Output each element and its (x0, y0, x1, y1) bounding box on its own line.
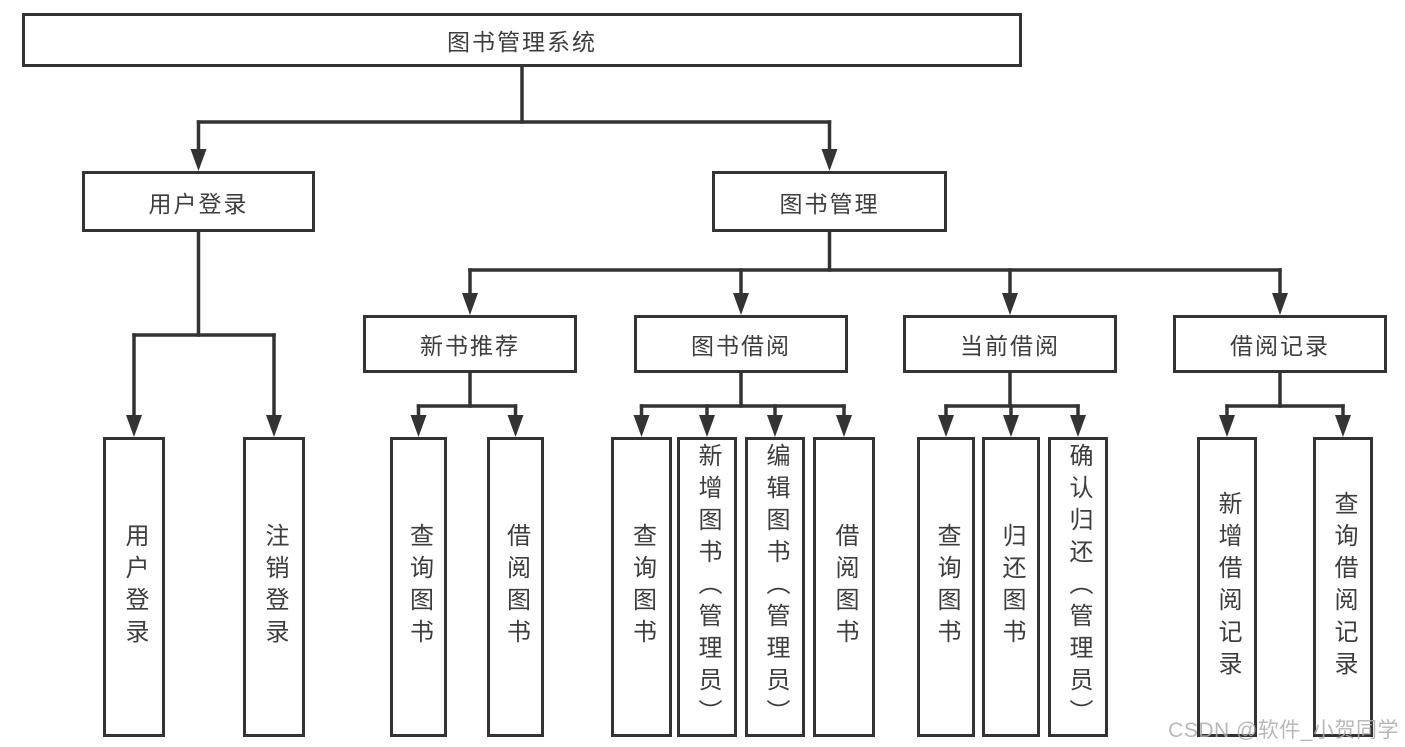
diagram-node-nb-borrow: 借阅图书 (487, 437, 544, 737)
diagram-node-borrow-records: 借阅记录 (1173, 315, 1387, 373)
diagram-node-nb-query: 查询图书 (390, 437, 447, 737)
arrowhead-icon (507, 415, 524, 437)
arrowhead-icon (1272, 293, 1288, 315)
diagram-node-book-borrow: 图书借阅 (634, 315, 848, 373)
arrowhead-icon (836, 415, 852, 437)
node-label-current-borrow: 当前借阅 (960, 333, 1060, 359)
arrowhead-icon (1070, 415, 1086, 437)
node-label-bb-add: 新增图书（管理员） (694, 443, 721, 731)
arrowhead-icon (699, 415, 715, 437)
diagram-node-leaf-logout: 注销登录 (243, 437, 305, 737)
diagram-node-cb-confirm: 确认归还（管理员） (1048, 437, 1108, 737)
arrowhead-icon (410, 415, 427, 437)
node-label-cb-return: 归还图书 (998, 523, 1025, 651)
node-label-new-books: 新书推荐 (420, 333, 520, 359)
diagram-node-new-books: 新书推荐 (363, 315, 577, 373)
arrowhead-icon (1002, 293, 1018, 315)
node-label-root: 图书管理系统 (447, 29, 597, 55)
diagram-node-bb-edit: 编辑图书（管理员） (745, 437, 805, 737)
node-label-nb-query: 查询图书 (405, 523, 433, 651)
node-label-br-query: 查询借阅记录 (1330, 491, 1357, 683)
node-label-cb-query: 查询图书 (933, 523, 960, 651)
node-label-leaf-logout: 注销登录 (261, 523, 288, 651)
node-label-leaf-user-login: 用户登录 (121, 523, 148, 651)
diagram-node-br-add: 新增借阅记录 (1197, 437, 1257, 737)
arrowhead-icon (821, 149, 838, 171)
arrowhead-icon (938, 415, 954, 437)
diagram-node-user-login: 用户登录 (82, 171, 315, 232)
diagram-node-cb-return: 归还图书 (982, 437, 1040, 737)
arrowhead-icon (733, 293, 749, 315)
arrowhead-icon (126, 415, 142, 437)
node-label-br-add: 新增借阅记录 (1214, 491, 1241, 683)
node-label-book-mgmt: 图书管理 (779, 190, 880, 217)
diagram-node-bb-query: 查询图书 (611, 437, 672, 737)
arrowhead-icon (462, 293, 478, 315)
arrowhead-icon (767, 415, 783, 437)
node-label-cb-confirm: 确认归还（管理员） (1065, 443, 1092, 731)
node-label-borrow-records: 借阅记录 (1230, 333, 1330, 359)
arrowhead-icon (1003, 415, 1019, 437)
diagram-node-book-mgmt: 图书管理 (712, 171, 947, 232)
arrowhead-icon (266, 415, 282, 437)
arrowhead-icon (190, 149, 207, 171)
node-label-nb-borrow: 借阅图书 (502, 523, 530, 651)
arrowhead-icon (633, 415, 650, 437)
node-label-book-borrow: 图书借阅 (691, 333, 791, 359)
diagram-node-leaf-user-login: 用户登录 (103, 437, 165, 737)
node-label-bb-borrow: 借阅图书 (831, 523, 858, 651)
diagram-node-bb-borrow: 借阅图书 (813, 437, 875, 737)
diagram-node-current-borrow: 当前借阅 (903, 315, 1117, 373)
diagram-node-root: 图书管理系统 (22, 13, 1022, 67)
arrowhead-icon (1219, 415, 1235, 437)
diagram-node-bb-add: 新增图书（管理员） (677, 437, 737, 737)
node-label-user-login: 用户登录 (148, 190, 249, 217)
watermark: CSDN @软件_小贺同学 (1168, 719, 1399, 742)
arrowhead-icon (1335, 415, 1351, 437)
diagram-node-br-query: 查询借阅记录 (1313, 437, 1373, 737)
node-label-bb-query: 查询图书 (628, 523, 656, 651)
diagram-node-cb-query: 查询图书 (917, 437, 975, 737)
node-label-bb-edit: 编辑图书（管理员） (762, 443, 789, 731)
